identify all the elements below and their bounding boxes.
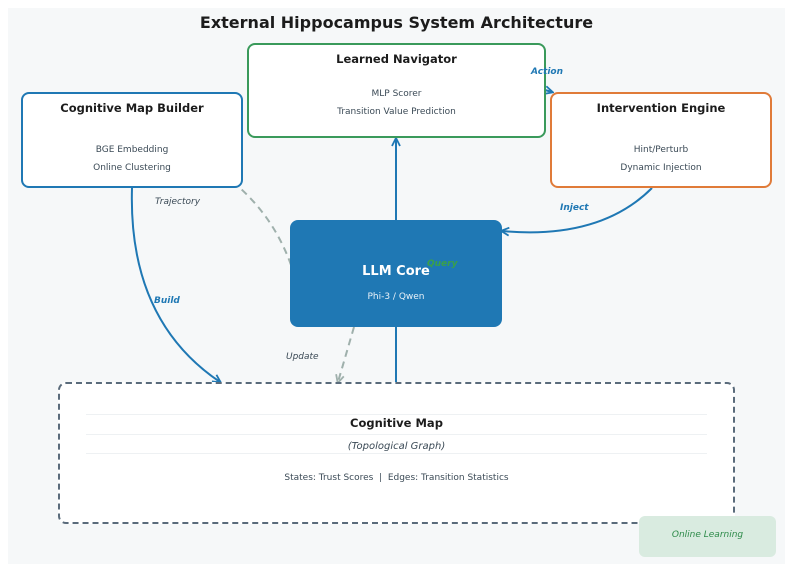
edge-update — [338, 326, 355, 382]
edge-trajectory — [239, 187, 292, 266]
llm-subtitle: Phi-3 / Qwen — [367, 292, 425, 302]
map-builder-line-1: BGE Embedding — [95, 145, 169, 155]
navigator-line-2: Transition Value Prediction — [337, 107, 456, 117]
edge-label-update: Update — [286, 352, 319, 362]
online-learning-badge: Online Learning — [639, 516, 776, 557]
llm-title: LLM Core — [362, 264, 430, 279]
diagram-title: External Hippocampus System Architecture — [199, 13, 594, 32]
edge-label-trajectory: Trajectory — [155, 197, 201, 207]
node-llm-core: LLM Core Phi-3 / Qwen — [290, 220, 502, 327]
map-builder-title: Cognitive Map Builder — [60, 101, 204, 115]
intervention-line-1: Hint/Perturb — [633, 145, 689, 155]
node-learned-navigator: Learned Navigator MLP Scorer Transition … — [247, 43, 546, 138]
node-cognitive-map-builder: Cognitive Map Builder BGE Embedding Onli… — [21, 92, 243, 188]
node-intervention-engine: Intervention Engine Hint/Perturb Dynamic… — [550, 92, 772, 188]
online-learning-label: Online Learning — [671, 530, 744, 540]
edge-build — [130, 187, 220, 382]
edge-label-inject: Inject — [560, 203, 589, 213]
edge-inject — [502, 187, 653, 232]
cognitive-map-subtitle: (Topological Graph) — [347, 441, 446, 452]
edge-label-action: Action — [531, 67, 564, 77]
edge-action — [545, 90, 552, 92]
map-divider-2 — [86, 434, 707, 435]
map-divider-1 — [86, 414, 707, 415]
edge-label-query: Query — [427, 259, 458, 269]
map-builder-line-2: Online Clustering — [93, 163, 171, 173]
cognitive-map-detail: States: Trust Scores | Edges: Transition… — [284, 473, 509, 483]
node-cognitive-map: Cognitive Map (Topological Graph) States… — [58, 382, 735, 524]
navigator-title: Learned Navigator — [336, 52, 457, 66]
cognitive-map-title: Cognitive Map — [350, 416, 443, 430]
intervention-title: Intervention Engine — [596, 101, 726, 115]
navigator-line-1: MLP Scorer — [371, 89, 422, 99]
intervention-line-2: Dynamic Injection — [620, 163, 702, 173]
edge-label-build: Build — [154, 296, 180, 306]
map-divider-3 — [86, 453, 707, 454]
